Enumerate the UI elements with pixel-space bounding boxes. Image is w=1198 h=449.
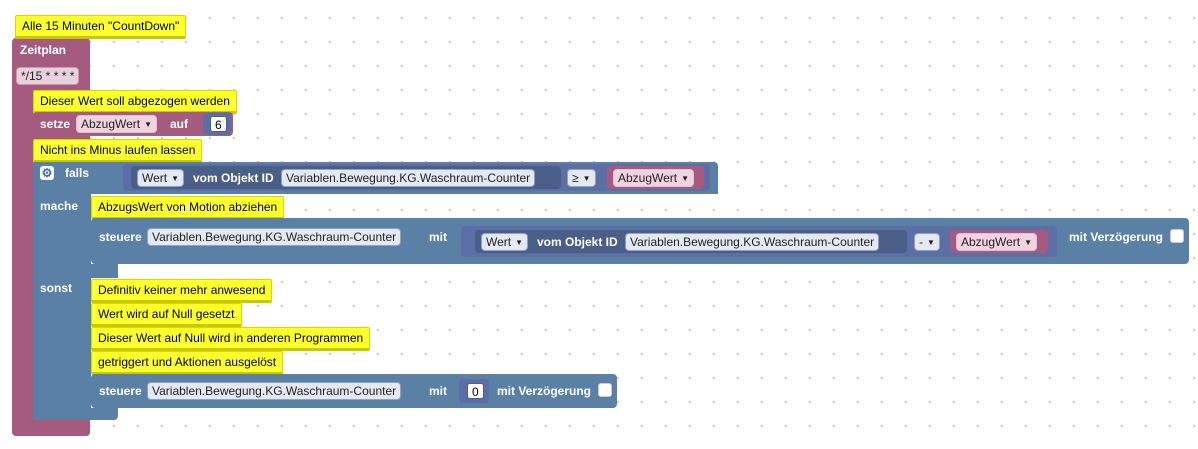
else-comment-1[interactable]: Definitiv keiner mehr anwesend bbox=[91, 279, 273, 303]
do-label: mache bbox=[40, 199, 79, 213]
else-delay-label: mit Verzögerung bbox=[497, 384, 592, 398]
chevron-down-icon: ▼ bbox=[144, 120, 153, 129]
do-inner-object-id[interactable]: Variablen.Bewegung.KG.Waschraum-Counter bbox=[625, 233, 880, 251]
do-value-label: Wert bbox=[486, 235, 512, 249]
else-comment-2[interactable]: Wert wird auf Null gesetzt bbox=[91, 303, 242, 327]
cron-field[interactable]: */15 * * * * bbox=[16, 67, 80, 85]
do-operator: - bbox=[919, 235, 923, 249]
do-with-label: mit bbox=[429, 230, 447, 244]
do-operator-dropdown[interactable]: -▼ bbox=[914, 233, 940, 251]
condition-operator: ≥ bbox=[572, 171, 579, 185]
chevron-down-icon: ▼ bbox=[582, 174, 591, 183]
do-value-dropdown[interactable]: Wert▼ bbox=[481, 233, 529, 251]
set-variable-dropdown[interactable]: AbzugWert▼ bbox=[76, 115, 158, 133]
compare-variable-dropdown[interactable]: AbzugWert▼ bbox=[613, 169, 695, 187]
do-from-object-label: vom Objekt ID bbox=[537, 235, 618, 249]
else-comment-4[interactable]: getriggert und Aktionen ausgelöst bbox=[91, 351, 284, 375]
set-label: setze bbox=[40, 117, 71, 131]
chevron-down-icon: ▼ bbox=[927, 238, 935, 247]
schedule-label: Zeitplan bbox=[20, 43, 67, 57]
condition-from-object-label: vom Objekt ID bbox=[193, 171, 274, 185]
subtract-variable-dropdown[interactable]: AbzugWert▼ bbox=[956, 233, 1038, 251]
schedule-block-bottom bbox=[12, 422, 90, 436]
do-comment[interactable]: AbzugsWert von Motion abziehen bbox=[91, 196, 285, 220]
gear-icon[interactable]: ⚙ bbox=[40, 166, 54, 180]
compare-variable-name: AbzugWert bbox=[618, 171, 678, 185]
hat-comment[interactable]: Alle 15 Minuten "CountDown" bbox=[15, 15, 187, 39]
else-delay-checkbox[interactable] bbox=[598, 383, 612, 397]
if-block-spine bbox=[33, 162, 91, 420]
if-block-do-end bbox=[33, 264, 118, 278]
condition-object-id[interactable]: Variablen.Bewegung.KG.Waschraum-Counter bbox=[281, 169, 536, 187]
chevron-down-icon: ▼ bbox=[681, 174, 690, 183]
do-control-label: steuere bbox=[99, 230, 142, 244]
if-comment[interactable]: Nicht ins Minus laufen lassen bbox=[33, 139, 203, 163]
else-value-input[interactable]: 0 bbox=[467, 383, 484, 399]
do-object-id[interactable]: Variablen.Bewegung.KG.Waschraum-Counter bbox=[147, 228, 402, 246]
condition-operator-dropdown[interactable]: ≥▼ bbox=[567, 169, 596, 187]
chevron-down-icon: ▼ bbox=[171, 174, 180, 183]
else-label: sonst bbox=[40, 281, 73, 295]
set-variable-name: AbzugWert bbox=[81, 117, 141, 131]
condition-value-label: Wert bbox=[142, 171, 168, 185]
chevron-down-icon: ▼ bbox=[1024, 238, 1033, 247]
set-comment[interactable]: Dieser Wert soll abgezogen werden bbox=[33, 90, 237, 114]
to-label: auf bbox=[170, 117, 188, 131]
set-value-input[interactable]: 6 bbox=[210, 116, 227, 132]
chevron-down-icon: ▼ bbox=[515, 238, 524, 247]
do-delay-checkbox[interactable] bbox=[1170, 229, 1184, 243]
do-delay-label: mit Verzögerung bbox=[1069, 230, 1164, 244]
condition-value-dropdown[interactable]: Wert▼ bbox=[137, 169, 185, 187]
else-with-label: mit bbox=[429, 384, 447, 398]
else-control-label: steuere bbox=[99, 384, 142, 398]
else-object-id[interactable]: Variablen.Bewegung.KG.Waschraum-Counter bbox=[147, 382, 402, 400]
subtract-variable-name: AbzugWert bbox=[961, 235, 1021, 249]
if-block-bottom bbox=[33, 408, 118, 420]
else-comment-3[interactable]: Dieser Wert auf Null wird in anderen Pro… bbox=[91, 327, 371, 351]
if-label: falls bbox=[65, 166, 90, 180]
